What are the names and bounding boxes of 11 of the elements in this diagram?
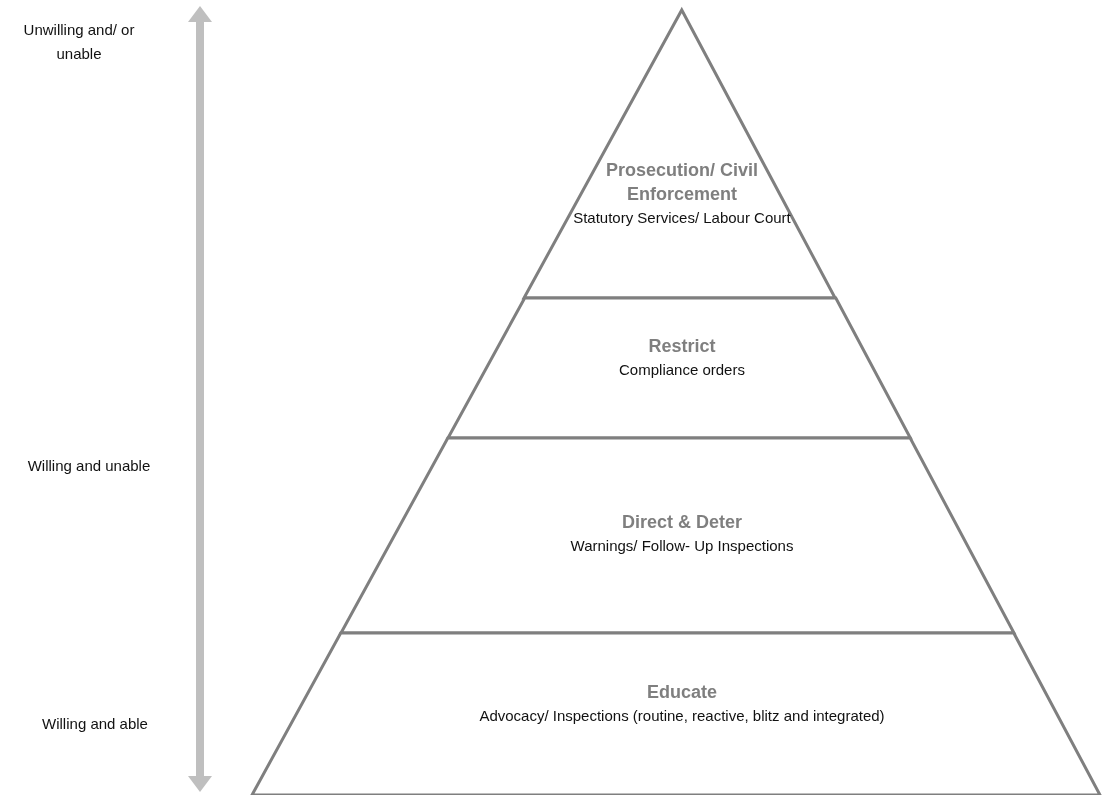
tier-description: Statutory Services/ Labour Court bbox=[573, 208, 791, 228]
scale-label: Willing and unable bbox=[26, 456, 152, 476]
tier-description: Warnings/ Follow- Up Inspections bbox=[570, 536, 794, 556]
tier-heading: Prosecution/ Civil Enforcement bbox=[604, 159, 759, 206]
tier-description: Advocacy/ Inspections (routine, reactive, blitz and integrated) bbox=[479, 706, 885, 726]
tier-description: Compliance orders bbox=[619, 360, 745, 380]
scale-label: Unwilling and/ or unable bbox=[22, 20, 136, 64]
tier-heading: Educate bbox=[647, 681, 717, 704]
tier-heading: Restrict bbox=[648, 335, 716, 358]
scale-label: Willing and able bbox=[41, 714, 149, 734]
tier-heading: Direct & Deter bbox=[621, 511, 742, 534]
